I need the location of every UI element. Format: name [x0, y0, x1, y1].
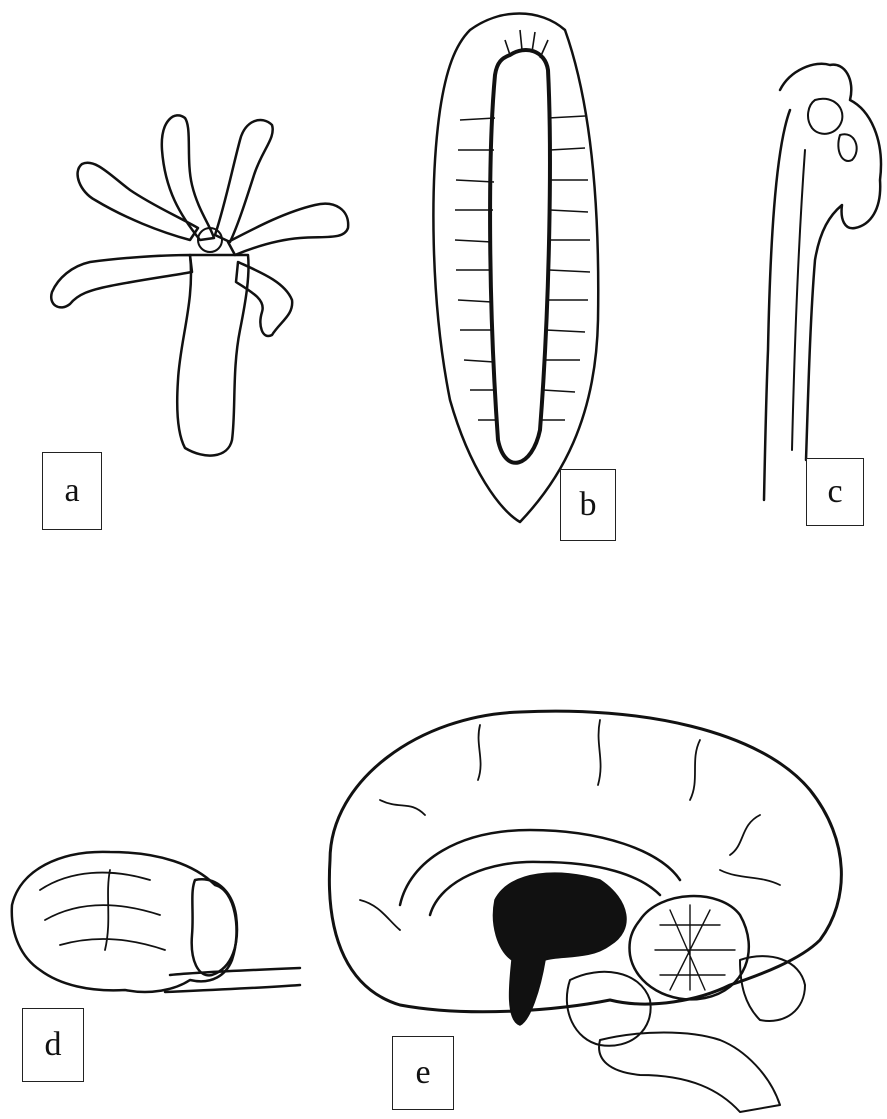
- label-a: a: [42, 452, 102, 530]
- small-mammal-brain-drawing: [12, 852, 300, 992]
- label-d: d: [22, 1008, 84, 1082]
- label-b: b: [560, 469, 616, 541]
- hydra-nerve-net-drawing: [51, 115, 348, 455]
- label-c: c: [806, 458, 864, 526]
- fish-brain-drawing: [764, 64, 881, 500]
- label-e: e: [392, 1036, 454, 1110]
- flatworm-ladder-drawing: [433, 14, 598, 523]
